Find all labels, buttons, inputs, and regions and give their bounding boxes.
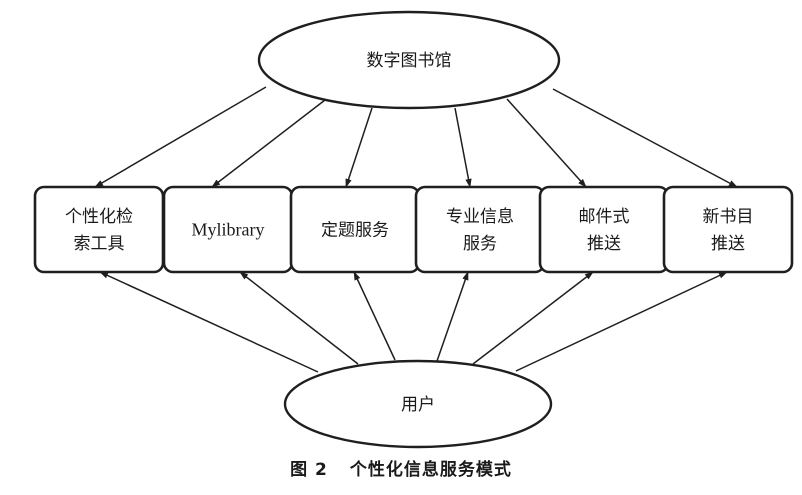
service-box-1: [33, 185, 165, 274]
arrow-user-to-service-4: [436, 271, 469, 362]
arrow-user-to-service-3: [353, 271, 396, 361]
service-label-5-line-2: 推送: [587, 234, 621, 254]
arrow-library-to-service-2: [211, 99, 326, 188]
edges-layer: [94, 86, 738, 373]
digital-library-node: 数字图书馆: [257, 10, 561, 110]
arrow-user-to-service-2: [239, 271, 359, 365]
service-box-4: [414, 185, 546, 274]
service-box-5: [538, 185, 670, 274]
service-node-3: 定题服务: [289, 185, 421, 274]
service-label-2-line-1: Mylibrary: [192, 220, 265, 240]
arrow-user-to-service-1: [99, 271, 319, 373]
service-label-1-line-2: 索工具: [74, 234, 125, 254]
user-label: 用户: [401, 395, 435, 415]
figure-caption: 图 2 个性化信息服务模式: [0, 455, 802, 480]
service-label-6-line-2: 推送: [711, 234, 745, 254]
arrow-library-to-service-1: [94, 86, 267, 188]
service-label-4-line-2: 服务: [463, 234, 497, 254]
arrow-library-to-service-6: [552, 88, 738, 188]
service-label-6-line-1: 新书目: [703, 207, 754, 227]
service-label-3-line-1: 定题服务: [321, 221, 389, 241]
arrow-user-to-service-5: [472, 271, 594, 365]
figure-number: 图 2: [290, 460, 328, 480]
service-label-4-line-1: 专业信息: [446, 207, 514, 227]
service-box-6: [662, 185, 794, 274]
digital-library-label: 数字图书馆: [367, 51, 452, 71]
figure-title: 个性化信息服务模式: [349, 460, 512, 480]
arrow-user-to-service-6: [515, 271, 728, 372]
service-node-2: Mylibrary: [162, 185, 294, 274]
arrow-library-to-service-5: [506, 98, 587, 188]
user-node: 用户: [283, 359, 553, 449]
service-label-1-line-1: 个性化检: [65, 207, 133, 227]
arrow-library-to-service-4: [454, 107, 472, 188]
service-label-5-line-1: 邮件式: [579, 207, 630, 227]
digital-library-ellipse: [257, 10, 561, 110]
arrow-library-to-service-3: [345, 107, 373, 188]
user-ellipse: [283, 359, 553, 449]
